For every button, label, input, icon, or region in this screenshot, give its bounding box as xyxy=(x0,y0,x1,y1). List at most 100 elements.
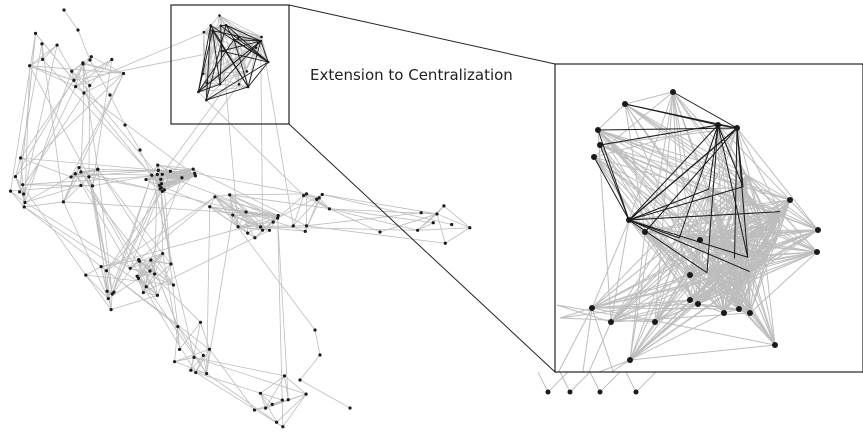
network-edge xyxy=(723,254,769,314)
zoom-highlighted-edges xyxy=(593,91,781,274)
network-edge xyxy=(238,226,263,231)
network-edge xyxy=(150,259,171,265)
network-edge xyxy=(161,42,259,175)
network-edge xyxy=(214,196,247,213)
network-node xyxy=(313,328,317,332)
network-edge xyxy=(197,25,212,92)
network-edge xyxy=(678,188,710,239)
network-edge xyxy=(97,169,174,286)
network-node xyxy=(189,368,193,372)
network-node xyxy=(72,78,76,82)
network-edge xyxy=(629,287,737,361)
network-edge xyxy=(202,355,207,374)
network-edge xyxy=(232,214,248,234)
network-node xyxy=(17,190,22,194)
network-node xyxy=(193,171,197,175)
network-edge xyxy=(74,173,131,269)
network-edge xyxy=(316,199,330,210)
network-node xyxy=(626,217,632,223)
network-edge xyxy=(709,239,737,266)
network-edge xyxy=(202,71,247,75)
network-node xyxy=(136,276,141,280)
network-node xyxy=(205,98,208,102)
network-edge xyxy=(728,211,781,238)
network-edge xyxy=(206,373,284,428)
network-edge xyxy=(689,274,699,305)
network-edge xyxy=(229,194,234,216)
network-edge xyxy=(706,124,719,273)
network-edge xyxy=(10,33,36,192)
network-edge xyxy=(233,39,261,42)
network-edge xyxy=(723,287,737,314)
network-edge xyxy=(322,194,452,225)
network-node xyxy=(721,310,727,316)
network-node xyxy=(171,283,176,287)
network-edge xyxy=(728,237,737,288)
network-edge xyxy=(260,226,306,232)
network-edge xyxy=(145,273,155,287)
network-node xyxy=(28,64,32,68)
network-edge xyxy=(100,266,179,327)
network-edge xyxy=(24,185,81,203)
network-node xyxy=(627,357,633,363)
network-edge xyxy=(628,219,748,258)
network-edge xyxy=(23,86,76,195)
network-edge xyxy=(150,177,183,261)
network-edge xyxy=(174,326,179,362)
network-node xyxy=(236,225,240,229)
network-edge xyxy=(443,205,471,229)
network-node xyxy=(270,402,274,406)
network-edge xyxy=(151,175,195,358)
network-edge xyxy=(164,168,194,191)
network-node xyxy=(291,224,295,228)
network-edge xyxy=(85,274,174,286)
network-edge xyxy=(589,371,601,393)
network-node xyxy=(121,71,126,76)
network-edge xyxy=(24,201,64,208)
network-node xyxy=(608,319,614,325)
network-node xyxy=(138,148,142,152)
network-node xyxy=(218,14,221,17)
network-node xyxy=(787,197,793,203)
network-edge xyxy=(194,172,307,195)
network-node xyxy=(191,167,195,171)
network-edge xyxy=(159,184,270,231)
network-edge xyxy=(29,59,43,67)
network-edge xyxy=(689,237,730,276)
network-edge xyxy=(110,294,158,311)
network-edge xyxy=(265,393,307,409)
network-edge xyxy=(292,195,305,226)
network-node xyxy=(815,227,821,233)
network-node xyxy=(73,172,77,176)
network-node xyxy=(144,285,148,289)
network-edge xyxy=(547,371,569,393)
network-node xyxy=(209,24,212,27)
network-edge xyxy=(689,274,737,289)
network-edge xyxy=(146,286,158,296)
network-edge xyxy=(644,231,725,314)
network-edge xyxy=(277,218,284,427)
network-edge xyxy=(260,393,266,409)
network-node xyxy=(633,389,639,395)
zoom-network-edges xyxy=(556,91,819,372)
network-node xyxy=(545,389,551,395)
network-node xyxy=(8,189,13,193)
network-edge xyxy=(71,169,159,178)
network-edge xyxy=(767,235,779,256)
network-node xyxy=(687,272,693,278)
network-edge xyxy=(417,227,470,231)
network-node xyxy=(652,319,658,325)
network-node xyxy=(108,93,112,97)
network-edge xyxy=(229,194,256,238)
network-node xyxy=(304,392,308,396)
network-edge xyxy=(591,307,614,372)
network-node xyxy=(734,125,740,131)
network-node xyxy=(22,192,26,196)
network-edge xyxy=(599,144,680,239)
network-edge xyxy=(569,371,591,393)
network-edge xyxy=(245,211,278,219)
network-edge xyxy=(42,59,153,176)
network-node xyxy=(267,228,272,232)
main-network-edges xyxy=(10,9,471,428)
network-edge xyxy=(597,127,738,131)
